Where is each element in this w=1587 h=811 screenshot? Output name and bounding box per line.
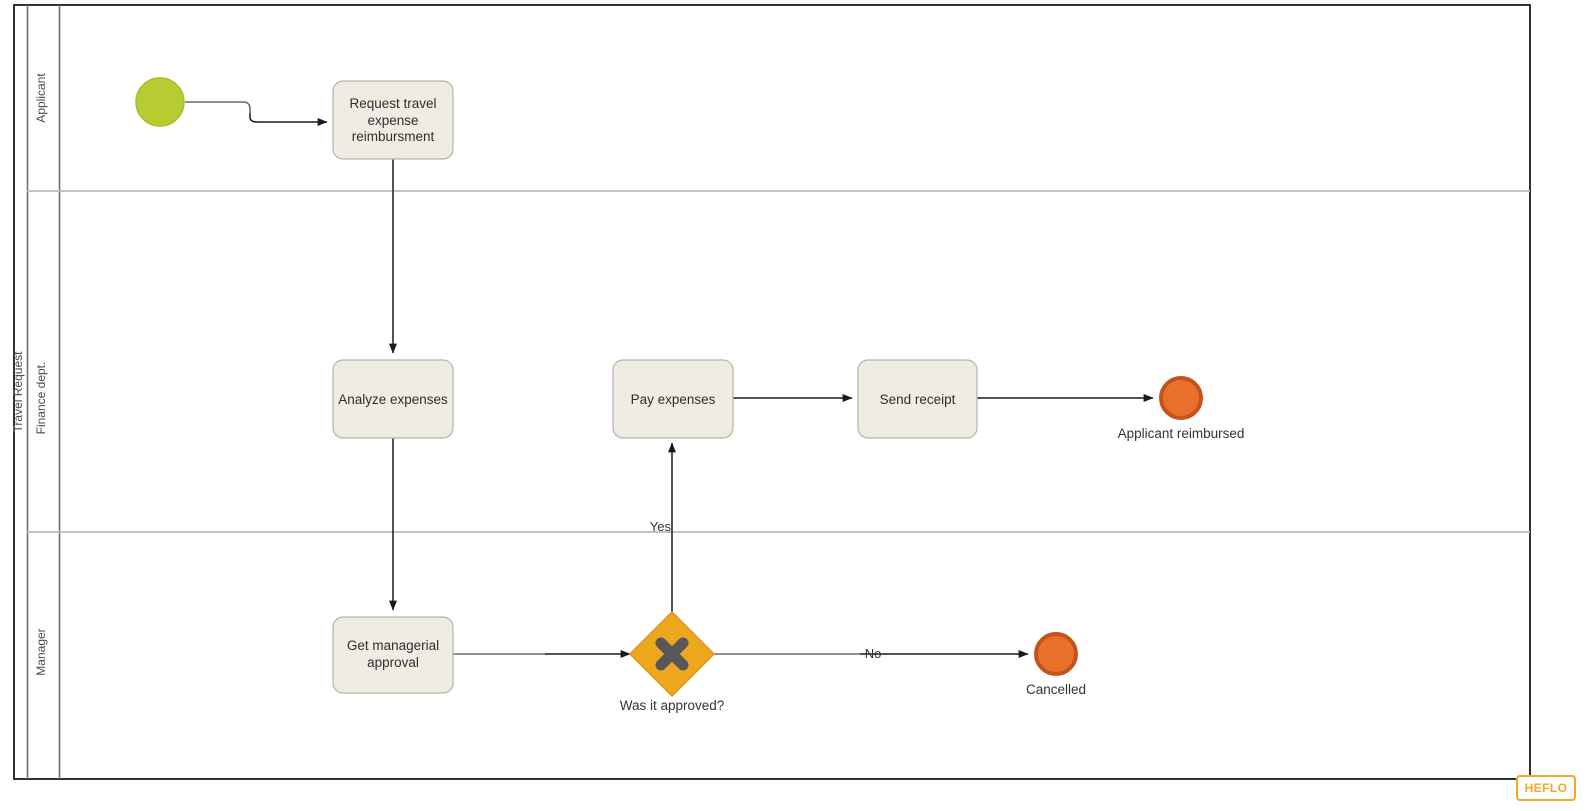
lane-finance[interactable]: Finance dept.	[34, 362, 48, 435]
task-get-managerial-approval[interactable]: Get managerial approval	[332, 616, 454, 694]
task-pay-expenses-box	[612, 359, 734, 439]
end-event-reimbursed-label: Applicant reimbursed	[1118, 426, 1245, 441]
gateway-was-it-approved[interactable]: Was it approved?	[620, 611, 725, 713]
task-send-receipt-box	[857, 359, 978, 439]
lane-label-finance: Finance dept.	[34, 362, 48, 435]
end-event-cancelled-circle	[1034, 632, 1078, 676]
task-request-travel-label: Request travel expense reimbursment	[349, 95, 437, 145]
task-get-managerial-approval-label-wrap: Get managerial approval	[346, 638, 440, 670]
heflo-watermark: HEFLO	[1516, 775, 1576, 801]
task-request-travel-box	[332, 80, 454, 160]
end-event-cancelled[interactable]: Cancelled	[1026, 632, 1086, 697]
flow-start-to-request-seg1	[185, 101, 251, 113]
gateway-x-icon	[655, 637, 689, 671]
task-pay-expenses-label: Pay expenses	[630, 391, 716, 407]
end-event-cancelled-label: Cancelled	[1026, 682, 1086, 697]
start-event-circle	[135, 77, 185, 127]
task-get-managerial-approval-label: Get managerial approval	[346, 638, 440, 670]
lane-applicant[interactable]: Applicant	[34, 73, 48, 123]
pool-label: Travel Request	[11, 351, 25, 433]
lane-label-applicant: Applicant	[34, 73, 48, 123]
task-send-receipt-label-wrap: Send receipt	[879, 391, 956, 407]
flow-label-no: No	[865, 646, 882, 661]
lane-manager[interactable]: Manager	[34, 628, 48, 675]
task-analyze-expenses-box	[332, 359, 454, 439]
task-request-travel-label-wrap: Request travel expense reimbursment	[349, 95, 437, 145]
task-analyze-expenses-label-wrap: Analyze expenses	[338, 391, 448, 407]
task-pay-expenses-label-wrap: Pay expenses	[630, 391, 716, 407]
flow-label-yes: Yes	[650, 519, 672, 534]
pool-travel-request[interactable]: Travel Request	[11, 4, 1531, 780]
task-request-travel[interactable]: Request travel expense reimbursment	[332, 80, 454, 160]
task-pay-expenses[interactable]: Pay expenses	[612, 359, 734, 439]
end-event-applicant-reimbursed[interactable]: Applicant reimbursed	[1118, 376, 1245, 441]
pool-border	[13, 4, 1531, 780]
heflo-watermark-label: HEFLO	[1524, 781, 1568, 795]
task-get-managerial-approval-box	[332, 616, 454, 694]
flow-start-to-request	[249, 113, 328, 126]
end-event-reimbursed-circle	[1159, 376, 1203, 420]
start-event[interactable]	[135, 77, 185, 127]
task-send-receipt-label: Send receipt	[879, 391, 956, 407]
task-analyze-expenses-label: Analyze expenses	[338, 391, 448, 407]
lane-label-manager: Manager	[34, 628, 48, 675]
task-send-receipt[interactable]: Send receipt	[857, 359, 978, 439]
gateway-label: Was it approved?	[620, 698, 725, 713]
task-analyze-expenses[interactable]: Analyze expenses	[332, 359, 454, 439]
